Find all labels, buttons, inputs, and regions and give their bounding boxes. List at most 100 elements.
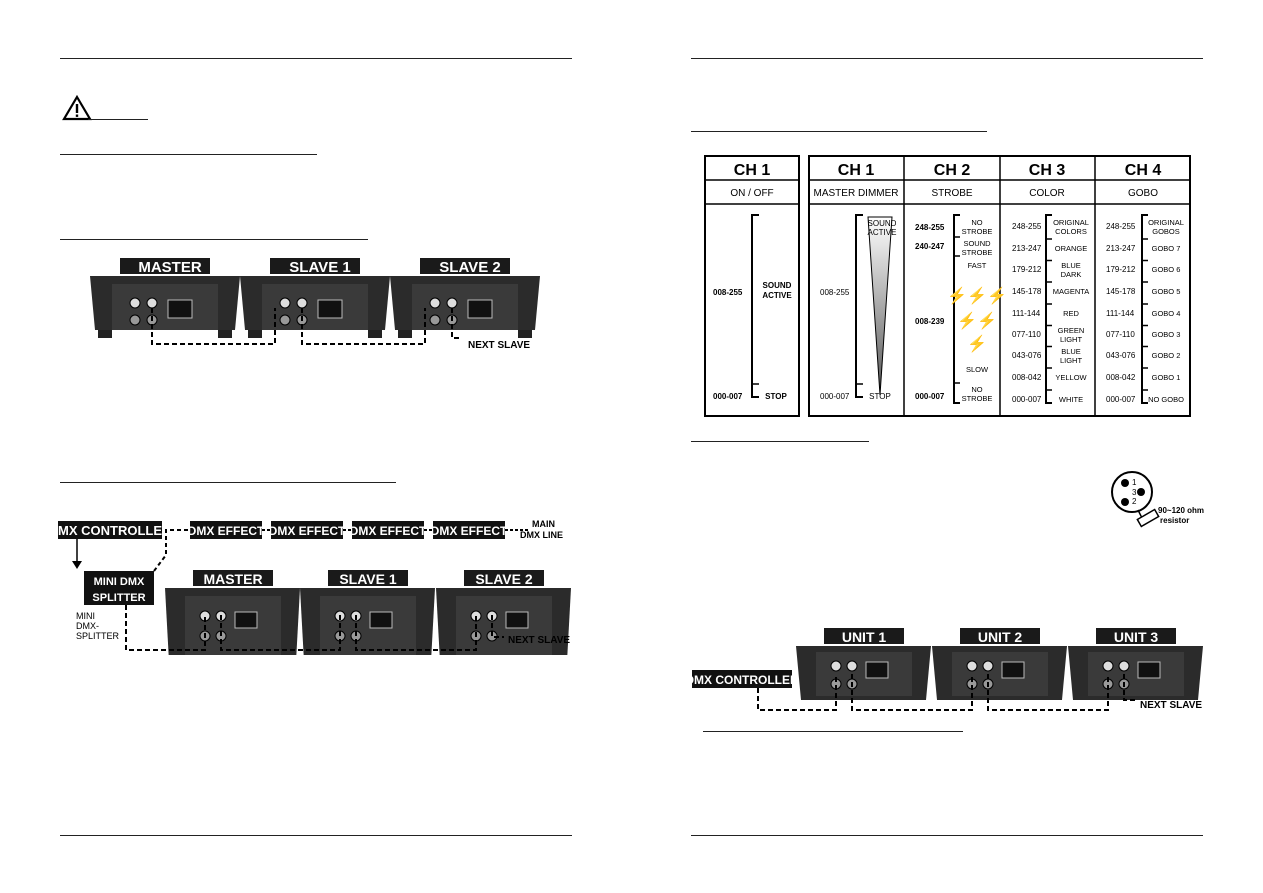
splitter-label-1: MINI	[76, 611, 95, 621]
standalone-header: CH 1	[734, 162, 771, 179]
resistor-label-2: resistor	[1160, 516, 1189, 525]
xlr-pin-2: 2	[1132, 497, 1137, 506]
right-bottom-rule	[691, 835, 1203, 836]
splitter-box-line1: MINI DMX	[94, 576, 145, 588]
main-line-label-2: DMX LINE	[520, 530, 563, 540]
standalone-label-2: STOP	[765, 392, 787, 401]
ch3-label: YELLOW	[1055, 373, 1087, 382]
unit-c-3: UNIT 3	[1114, 629, 1159, 645]
unit-b-slave1: SLAVE 1	[339, 571, 397, 587]
ch3-label: ORANGE	[1055, 244, 1088, 253]
right-top-rule	[691, 58, 1203, 59]
ch4-label: GOBO 6	[1152, 265, 1181, 274]
standalone-label-1a: SOUND	[763, 281, 792, 290]
ch3-range: 248-255	[1012, 222, 1042, 231]
unit-label-master: MASTER	[138, 259, 202, 276]
xlr-pin-3: 3	[1132, 488, 1137, 497]
ch3-range: 111-144	[1012, 309, 1041, 318]
ch4-range: 111-144	[1106, 309, 1135, 318]
ch4-range: 213-247	[1106, 244, 1136, 253]
ch-sub-3: COLOR	[1029, 188, 1065, 199]
ch4-range: 248-255	[1106, 222, 1136, 231]
ch2-range-2: 240-247	[915, 242, 945, 251]
dmx-effect-2: DMX EFFECT	[269, 524, 346, 538]
ch3-range: 213-247	[1012, 244, 1042, 253]
ch1-label-active: ACTIVE	[868, 228, 897, 237]
ch3-label: WHITE	[1059, 395, 1083, 404]
ch1-label-stop: STOP	[869, 392, 891, 401]
ch-sub-4: GOBO	[1128, 188, 1158, 199]
master-slave-diagram: MASTER SLAVE 1 SLAVE 2 NEXT SLAVE	[90, 258, 541, 351]
warning-icon	[62, 95, 92, 121]
ch2-label-no-2: NO	[971, 385, 982, 394]
ch4-range: 000-007	[1106, 395, 1136, 404]
main-line-label-1: MAIN	[532, 519, 555, 529]
splitter-label-2: DMX-	[76, 621, 99, 631]
ch3-range: 043-076	[1012, 351, 1042, 360]
ch2-label-no-1: NO	[971, 218, 982, 227]
ch4-label: GOBO 5	[1152, 287, 1181, 296]
ch3-label: ORIGINAL	[1053, 218, 1089, 227]
ch3-label: DARK	[1061, 270, 1082, 279]
splitter-box-line2: SPLITTER	[92, 592, 145, 604]
lightning-icon-2: ⚡⚡	[957, 311, 997, 330]
ch2-range-4: 000-007	[915, 392, 945, 401]
ch2-label-sound: SOUND	[963, 239, 991, 248]
ch3-label: BLUE	[1061, 261, 1081, 270]
ch4-label: GOBO 7	[1152, 244, 1181, 253]
ch4-label: GOBOS	[1152, 227, 1180, 236]
standalone-range-2: 000-007	[713, 392, 743, 401]
ch-header-4: CH 4	[1125, 162, 1162, 179]
ch3-range: 179-212	[1012, 265, 1042, 274]
ch3-bracket	[1045, 214, 1052, 404]
ch4-range: 043-076	[1106, 351, 1136, 360]
ch-sub-1: MASTER DIMMER	[814, 188, 899, 199]
unit-b-master: MASTER	[203, 571, 262, 587]
splitter-label-3: SPLITTER	[76, 631, 120, 641]
ch3-label: RED	[1063, 309, 1079, 318]
ch-header-2: CH 2	[934, 162, 971, 179]
standalone-sub: ON / OFF	[730, 188, 773, 199]
next-slave-label-c: NEXT SLAVE	[1140, 700, 1202, 711]
ch4-range: 179-212	[1106, 265, 1136, 274]
left-heading-underline-2	[60, 239, 368, 240]
unit-c-1: UNIT 1	[842, 629, 887, 645]
ch4-label: GOBO 4	[1152, 309, 1181, 318]
resistor-label-1: 90~120 ohm	[1158, 506, 1204, 515]
lightning-icon-1: ⚡	[967, 334, 987, 353]
ch3-range: 077-110	[1012, 330, 1041, 339]
ch3-range: 008-042	[1012, 373, 1042, 382]
ch2-range-1: 248-255	[915, 223, 945, 232]
ch1-range-2: 000-007	[820, 392, 850, 401]
ch2-label-strobe-2: STROBE	[962, 248, 993, 257]
next-slave-label-b: NEXT SLAVE	[508, 635, 570, 646]
ch4-label: GOBO 3	[1152, 330, 1181, 339]
unit-c-2: UNIT 2	[978, 629, 1023, 645]
dmx-effect-3: DMX EFFECT	[350, 524, 427, 538]
right-heading-underline-1	[691, 131, 987, 132]
ch4-range: 008-042	[1106, 373, 1136, 382]
ch-header-3: CH 3	[1029, 162, 1066, 179]
xlr-terminator-diagram: 1 3 2 90~120 ohm resistor	[1111, 471, 1204, 528]
ch3-label: LIGHT	[1060, 356, 1083, 365]
ch2-label-strobe-3: STROBE	[962, 394, 993, 403]
lightning-icon-3: ⚡⚡⚡	[947, 286, 1007, 305]
ch1-label-sound: SOUND	[868, 219, 897, 228]
ch4-bracket	[1141, 214, 1148, 404]
ch3-label: LIGHT	[1060, 335, 1083, 344]
ch2-label-slow: SLOW	[966, 365, 989, 374]
ch-sub-2: STROBE	[931, 188, 972, 199]
ch3-label: BLUE	[1061, 347, 1081, 356]
ch3-range: 000-007	[1012, 395, 1042, 404]
ch1-range-1: 008-255	[820, 288, 850, 297]
ch4-range: 145-178	[1106, 287, 1136, 296]
next-slave-label: NEXT SLAVE	[468, 340, 530, 351]
standalone-range-1: 008-255	[713, 288, 743, 297]
ch4-label: ORIGINAL	[1148, 218, 1184, 227]
right-heading-underline-2	[691, 441, 869, 442]
unit-label-slave1: SLAVE 1	[289, 259, 350, 276]
dmx-controller-label: DMX CONTROLLER	[58, 523, 172, 538]
standalone-label-1b: ACTIVE	[762, 291, 792, 300]
ch2-label-strobe-1: STROBE	[962, 227, 993, 236]
